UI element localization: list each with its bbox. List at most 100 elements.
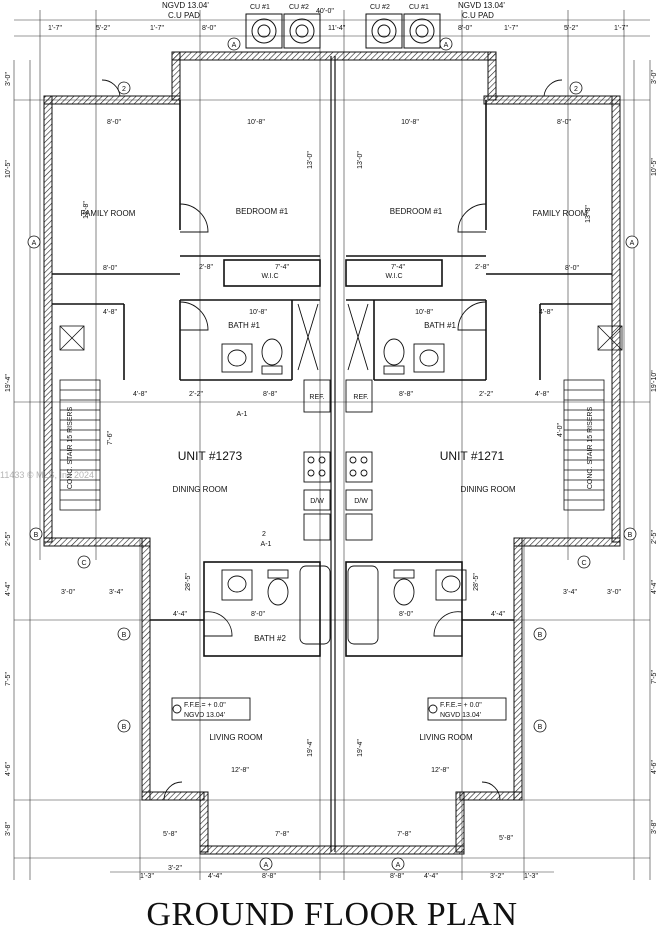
- right-dim-3: 19'-10": [651, 370, 658, 392]
- right-closet: 2'-8": [475, 264, 489, 271]
- right-ffe: F.F.E.= + 0.0": [440, 702, 482, 709]
- left-dining-room-label: DINING ROOM: [172, 485, 227, 494]
- watermark: 11433 © MLS, Inc 2024: [0, 470, 95, 480]
- right-porch: 5'-8": [499, 835, 513, 842]
- bubble-a-top-left: A: [232, 42, 237, 49]
- bubble-b-right-2: B: [538, 632, 543, 639]
- bubble-a-left: A: [32, 240, 37, 247]
- section-a1-lower: A-1: [261, 541, 272, 548]
- right-side-1: 4'-8": [539, 309, 553, 316]
- left-wic-label: W.I.C: [261, 273, 278, 280]
- left-fam-width-2: 8'-0": [103, 265, 117, 272]
- bottom-dim-7: 3'-2": [490, 873, 504, 880]
- plan-title: GROUND FLOOR PLAN: [146, 896, 518, 933]
- left-bath-width: 10'-8": [249, 309, 267, 316]
- bottom-dim-1: 1'-3": [140, 873, 154, 880]
- right-dim-6: 7'-5": [651, 670, 658, 684]
- left-dining-height: 28'-5": [185, 573, 192, 591]
- left-dim-4: 2'-5": [5, 532, 12, 546]
- party-wall: [330, 56, 336, 852]
- left-unit-name: UNIT #1273: [178, 449, 243, 463]
- right-side-2: 4'-8": [535, 391, 549, 398]
- right-family-room-label: FAMILY ROOM: [533, 209, 588, 218]
- bubble-b-left-3: B: [122, 724, 127, 731]
- bubble-b-left: B: [34, 532, 39, 539]
- right-ref-label: REF.: [353, 394, 368, 401]
- left-stair-label: CONC. STAIR 15 RISERS: [67, 407, 74, 490]
- left-hall: 8'-8": [263, 391, 277, 398]
- cu1-left-label: CU #1: [250, 4, 270, 11]
- left-side-1: 4'-8": [103, 309, 117, 316]
- bubble-a-top-right: A: [444, 42, 449, 49]
- cu2-left-label: CU #2: [289, 4, 309, 11]
- cu-ngvd-left: NGVD 13.04': [162, 1, 209, 10]
- left-entry: 7'-8": [275, 831, 289, 838]
- fixtures: [221, 303, 467, 645]
- bottom-dim-8: 1'-3": [524, 873, 538, 880]
- top-dim-2: 5'-2": [96, 25, 110, 32]
- elevation-boxes: [171, 697, 507, 721]
- right-stair-d: 4'-0": [557, 423, 564, 437]
- bubble-2-left: 2: [122, 86, 126, 93]
- right-bath1-label: BATH #1: [424, 321, 456, 330]
- left-wic-width: 7'-4": [275, 264, 289, 271]
- bubble-c-left: C: [81, 560, 86, 567]
- left-stair-height: 7'-6": [107, 431, 114, 445]
- right-stair-label: CONC. STAIR 15 RISERS: [587, 407, 594, 490]
- right-b2-width: 8'-0": [399, 611, 413, 618]
- cu2-right-label: CU #2: [370, 4, 390, 11]
- right-dim-2: 10'-5": [651, 158, 658, 176]
- left-b2-width: 8'-0": [251, 611, 265, 618]
- left-bedroom-label: BEDROOM #1: [236, 207, 289, 216]
- left-b2-side: 4'-4": [173, 611, 187, 618]
- left-liv-height: 19'-4": [307, 739, 314, 757]
- left-bed-width: 10'-8": [247, 119, 265, 126]
- bottom-dim-4: 8'-8": [262, 873, 276, 880]
- top-dim-5: 11'-4": [328, 25, 346, 32]
- exterior-walls: [43, 51, 621, 855]
- cu-pad-left: C.U PAD: [168, 11, 200, 20]
- top-dim-10: 5'-2": [564, 25, 578, 32]
- left-side-3: 2'-2": [189, 391, 203, 398]
- right-dim-5: 4'-4": [651, 580, 658, 594]
- right-dining-room-label: DINING ROOM: [460, 485, 515, 494]
- right-fam-height: 13'-8": [585, 205, 592, 223]
- grid-lines: [13, 10, 651, 880]
- section-a1-upper: A-1: [237, 411, 248, 418]
- interior-walls: [52, 100, 612, 657]
- right-living-room-label: LIVING ROOM: [419, 733, 473, 742]
- bubble-a-right: A: [630, 240, 635, 247]
- cu-pad-right: C.U PAD: [462, 11, 494, 20]
- right-dw-label: D/W: [354, 498, 368, 505]
- left-dim-7: 4'-6": [5, 762, 12, 776]
- right-bedroom-label: BEDROOM #1: [390, 207, 443, 216]
- bubble-2-right: 2: [574, 86, 578, 93]
- right-liv-width: 12'-8": [431, 767, 449, 774]
- right-dim-1: 3'-0": [651, 70, 658, 84]
- left-living-room-label: LIVING ROOM: [209, 733, 263, 742]
- right-dim-8: 3'-8": [651, 820, 658, 834]
- left-porch: 5'-8": [163, 831, 177, 838]
- right-dim-4: 2'-5": [651, 530, 658, 544]
- right-b2-side: 4'-4": [491, 611, 505, 618]
- left-liv-width: 12'-8": [231, 767, 249, 774]
- right-fam-width-2: 8'-0": [565, 265, 579, 272]
- bubble-b-right-3: B: [538, 724, 543, 731]
- top-dim-9: 1'-7": [504, 25, 518, 32]
- right-bed-height: 13'-0": [357, 151, 364, 169]
- plan-labels: NGVD 13.04' C.U PAD NGVD 13.04' C.U PAD …: [5, 1, 658, 880]
- left-ngvd: NGVD 13.04': [184, 712, 225, 719]
- stairs: [59, 325, 623, 511]
- right-ngvd: NGVD 13.04': [440, 712, 481, 719]
- left-stair-w: 3'-0": [61, 589, 75, 596]
- top-dim-8: 8'-0": [458, 25, 472, 32]
- top-dim-11: 1'-7": [614, 25, 628, 32]
- bottom-dim-2: 3'-2": [168, 865, 182, 872]
- section-2-label: 2: [262, 531, 266, 538]
- right-dining-height: 28'-5": [473, 573, 480, 591]
- bubble-a-bottom-right: A: [396, 862, 401, 869]
- right-dim-7: 4'-6": [651, 760, 658, 774]
- left-bath2-label: BATH #2: [254, 634, 286, 643]
- grid-bubbles: [27, 37, 639, 871]
